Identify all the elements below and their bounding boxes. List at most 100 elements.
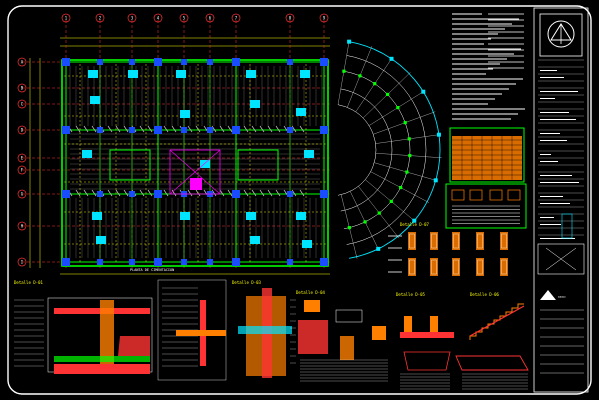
axis-label: 5	[183, 16, 186, 21]
footing	[128, 70, 138, 78]
column	[287, 191, 293, 197]
detail-d3-title: Detalle D-03	[232, 280, 261, 285]
curved-ramp-plan	[337, 39, 442, 259]
footing-section	[507, 189, 521, 201]
footing	[250, 100, 260, 108]
ramp-column	[433, 178, 438, 183]
column-rebar	[409, 233, 415, 249]
footing-section	[469, 189, 483, 201]
column-section	[430, 232, 438, 250]
ramp-column	[403, 121, 407, 125]
footing	[180, 110, 190, 118]
column	[154, 126, 162, 134]
footing	[302, 240, 312, 248]
ramp-column	[399, 185, 403, 190]
column-section	[476, 232, 484, 250]
footing	[250, 236, 260, 244]
detail-d6-title: Detalle D-06	[470, 292, 499, 297]
general-notes	[452, 13, 525, 120]
axis-bubble	[95, 13, 105, 23]
footing	[90, 96, 100, 104]
row-bubble	[17, 153, 27, 163]
footing	[296, 212, 306, 220]
detail-d2	[157, 279, 227, 381]
column	[320, 258, 328, 266]
axis-bubble	[179, 13, 189, 23]
column-rebar	[501, 233, 507, 249]
footing-section	[451, 189, 465, 201]
column	[320, 190, 328, 198]
row-bubble	[17, 257, 27, 267]
footing	[88, 70, 98, 78]
ramp-column	[347, 226, 351, 230]
axis-bubble	[285, 13, 295, 23]
ramp-column	[405, 170, 409, 174]
ramp-column	[373, 82, 377, 86]
detail-d1-title: Detalle D-01	[14, 280, 43, 285]
row-label: A	[21, 60, 24, 65]
footing	[304, 150, 314, 158]
axis-label: 3	[131, 16, 134, 21]
column-rebar	[431, 259, 437, 275]
column-rebar	[453, 233, 459, 249]
sheet-border	[7, 5, 592, 395]
column	[287, 127, 293, 133]
row-label: I	[21, 260, 24, 265]
column	[181, 59, 187, 65]
column	[232, 58, 240, 66]
column-rebar	[409, 259, 415, 275]
detail-d3: Detalle D-03	[232, 280, 296, 378]
column	[320, 58, 328, 66]
footing-section	[489, 189, 503, 201]
column	[232, 190, 240, 198]
detail-d6: Detalle D-06	[455, 292, 529, 390]
detail-d4: Detalle D-04	[296, 290, 388, 382]
row-bubble	[17, 125, 27, 135]
row-label: G	[21, 192, 24, 197]
column	[320, 126, 328, 134]
column	[154, 190, 162, 198]
column	[181, 127, 187, 133]
footing	[246, 70, 256, 78]
row-label: F	[21, 168, 24, 173]
column	[97, 59, 103, 65]
ramp-column	[363, 220, 367, 224]
footing	[176, 70, 186, 78]
ramp-arc	[343, 70, 411, 230]
column	[154, 258, 162, 266]
footing-detail-box	[445, 183, 527, 229]
column	[232, 126, 240, 134]
column-rebar	[477, 233, 483, 249]
row-label: D	[21, 128, 24, 133]
column	[129, 59, 135, 65]
axis-bubble	[127, 13, 137, 23]
row-bubble	[17, 165, 27, 175]
row-bubble	[17, 57, 27, 67]
ramp-column	[436, 132, 441, 137]
ramp-column	[377, 211, 381, 215]
column	[287, 259, 293, 265]
column	[97, 191, 103, 197]
column	[232, 258, 240, 266]
detail-d4-title: Detalle D-04	[296, 290, 325, 295]
row-label: B	[21, 86, 24, 91]
reinforcement-table	[449, 127, 525, 183]
column-rebar	[453, 259, 459, 275]
ramp-column	[342, 69, 346, 73]
column	[129, 259, 135, 265]
column-section	[500, 258, 508, 276]
row-label: C	[21, 102, 24, 107]
footing	[96, 236, 106, 244]
footing	[300, 70, 310, 78]
column-section	[408, 258, 416, 276]
detail-d7-title: Detalle D-07	[400, 222, 429, 227]
axis-bubble	[61, 13, 71, 23]
column	[154, 58, 162, 66]
axis-label: 8	[289, 16, 292, 21]
title-block: ▭▭▭	[533, 7, 589, 393]
ramp-column	[347, 39, 352, 44]
logo-icon	[539, 13, 583, 57]
ramp-column	[376, 246, 381, 251]
ramp-column	[412, 218, 417, 223]
ramp-column	[396, 106, 400, 110]
